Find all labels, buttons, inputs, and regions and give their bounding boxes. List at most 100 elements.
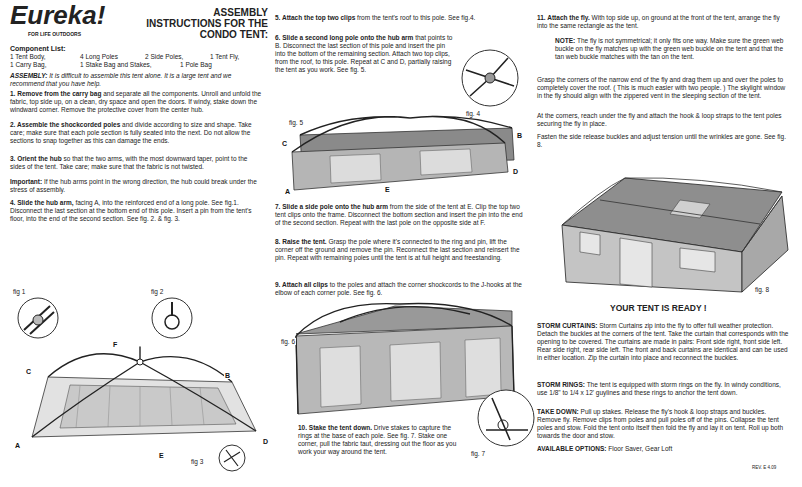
- step-text: The fly is not symmetrical; it only fits…: [555, 37, 783, 60]
- figure-label: fig. 7: [470, 450, 486, 458]
- brand-tagline: FOR LIFE OUTDOORS: [28, 31, 81, 37]
- callout-letter: A: [284, 188, 291, 195]
- figure-label: fig. 6: [280, 338, 296, 345]
- instruction-paragraph: 4. Slide the hub arm, facing A, into the…: [10, 199, 262, 223]
- instruction-paragraph: At the corners, reach under the fly and …: [537, 112, 792, 128]
- instruction-paragraph: Important: If the hub arms point in the …: [10, 178, 262, 194]
- instruction-paragraph: 1. Remove from the carry bag and separat…: [10, 90, 262, 114]
- figure-four-hub: [462, 50, 518, 106]
- figure-label: fig. 7: [470, 450, 486, 457]
- assembly-flat-tent: [18, 298, 58, 338]
- figure-four-hub: [462, 50, 518, 106]
- figure-eight-tent-with-fly: [742, 196, 788, 292]
- callout-letter: E: [384, 186, 391, 193]
- component-item: 1 Stake Bag and Stakes,: [80, 61, 152, 68]
- assembly-flat-tent: [224, 450, 240, 466]
- step-heading: Important:: [10, 178, 42, 185]
- component-item: 1 Tent Body,: [10, 53, 46, 61]
- figure-five-tent: [420, 149, 472, 175]
- component-item: 4 Long Poles: [80, 53, 118, 60]
- component-item: 1 Stake Bag and Stakes,: [80, 61, 152, 69]
- completion-banner: YOUR TENT IS READY !: [610, 303, 707, 313]
- figure-label: fig 2: [150, 288, 164, 296]
- callout-letter: B: [516, 132, 523, 140]
- figure-label: fig. 5: [288, 119, 304, 126]
- step-text: Floor Saver, Gear Loft: [608, 445, 672, 452]
- step-heading: ASSEMBLY:: [10, 72, 47, 79]
- figure-seven-stake: [478, 390, 534, 446]
- figure-seven-stake: [478, 390, 534, 446]
- step-heading: NOTE:: [555, 37, 575, 44]
- callout-letter: E: [158, 452, 165, 459]
- step-heading: 4. Slide the hub arm,: [10, 199, 74, 206]
- figure-five-tent: [292, 116, 512, 152]
- instruction-paragraph: 8. Raise the tent. Grasp the pole where …: [275, 238, 525, 262]
- step-text: Grasp the corners of the narrow end of t…: [537, 76, 785, 99]
- figure-five-tent: [292, 143, 508, 190]
- figure-eight-tent-with-fly: [562, 178, 782, 252]
- assembly-flat-tent: [32, 377, 256, 437]
- assembly-flat-tent: [33, 315, 43, 325]
- callout-letter: F: [112, 341, 118, 348]
- component-item: 2 Side Poles,: [145, 53, 183, 61]
- callout-letter: D: [512, 168, 519, 176]
- callout-letter: B: [224, 372, 231, 379]
- revision-note: REV. E 4.09: [752, 465, 776, 470]
- component-item: 1 Pole Bag: [180, 61, 212, 69]
- step-heading: 5. Attach the top two clips: [275, 14, 355, 21]
- instruction-paragraph: Grasp the corners of the narrow end of t…: [537, 76, 792, 100]
- instruction-paragraph: 6. Slide a second long pole onto the hub…: [275, 34, 455, 74]
- figure-seven-stake: [486, 398, 528, 440]
- figure-six-tent: [296, 326, 514, 414]
- component-item: 4 Long Poles: [80, 53, 118, 61]
- callout-letter: F: [112, 341, 118, 349]
- figure-label: fig. 5: [288, 119, 304, 127]
- step-heading: 8. Raise the tent.: [275, 238, 327, 245]
- step-heading: 7. Slide a side pole onto the hub arm: [275, 203, 388, 210]
- brand-logo: Eureka!: [10, 0, 105, 30]
- assembly-flat-tent: [171, 302, 173, 316]
- component-item: 1 Tent Body,: [10, 53, 46, 60]
- step-heading: 9. Attach all clips: [275, 281, 328, 288]
- figure-five-tent: [292, 116, 514, 190]
- callout-letter: E: [158, 452, 165, 460]
- assembly-flat-tent: [219, 445, 245, 471]
- instruction-paragraph: ASSEMBLY: It is difficult to assemble th…: [10, 72, 262, 88]
- figure-label: fig 1: [12, 288, 26, 295]
- instruction-paragraph: AVAILABLE OPTIONS: Floor Saver, Gear Lof…: [537, 445, 792, 453]
- component-item: 1 Carry Bag,: [10, 61, 47, 69]
- step-heading: STORM CURTAINS:: [537, 322, 597, 329]
- instruction-paragraph: 7. Slide a side pole onto the hub arm fr…: [275, 203, 525, 227]
- instruction-paragraph: 11. Attach the fly. With top side up, on…: [537, 14, 792, 30]
- instruction-paragraph: 10. Stake the tent down. Drive stakes to…: [298, 424, 463, 456]
- section-heading: Component List:: [10, 45, 66, 52]
- component-item: 1 Pole Bag: [180, 61, 212, 68]
- step-heading: 6. Slide a second long pole onto the hub…: [275, 34, 413, 41]
- figure-label: fig. 8: [754, 286, 770, 294]
- brand-logo: Eureka!: [10, 0, 105, 30]
- callout-letter: A: [14, 442, 21, 449]
- assembly-flat-tent: [165, 315, 179, 329]
- callout-letter: D: [512, 168, 519, 175]
- revision-note: REV. E 4.09: [752, 465, 776, 471]
- assembly-flat-tent: [18, 298, 256, 471]
- callout-letter: D: [262, 438, 269, 445]
- step-text: Fasten the side release buckles and adju…: [537, 133, 786, 148]
- callout-letter: A: [284, 188, 291, 196]
- assembly-flat-tent: [137, 359, 143, 365]
- figure-six-tent: [296, 303, 514, 414]
- instruction-paragraph: TAKE DOWN: Pull up stakes. Release the f…: [537, 408, 792, 440]
- figure-label: fig. 4: [465, 110, 481, 117]
- figure-label: fig. 6: [280, 338, 296, 346]
- figure-six-tent: [390, 342, 441, 401]
- figure-six-tent: [296, 303, 514, 414]
- figure-label: fig. 4: [465, 110, 481, 118]
- callout-letter: A: [14, 442, 21, 450]
- figure-four-hub: [485, 73, 495, 83]
- assembly-flat-tent: [32, 347, 256, 437]
- completion-banner: YOUR TENT IS READY !: [610, 303, 707, 313]
- step-heading: AVAILABLE OPTIONS:: [537, 445, 606, 452]
- section-heading: Component List:: [10, 45, 160, 53]
- callout-letter: E: [384, 186, 391, 194]
- figure-eight-tent-with-fly: [620, 238, 652, 287]
